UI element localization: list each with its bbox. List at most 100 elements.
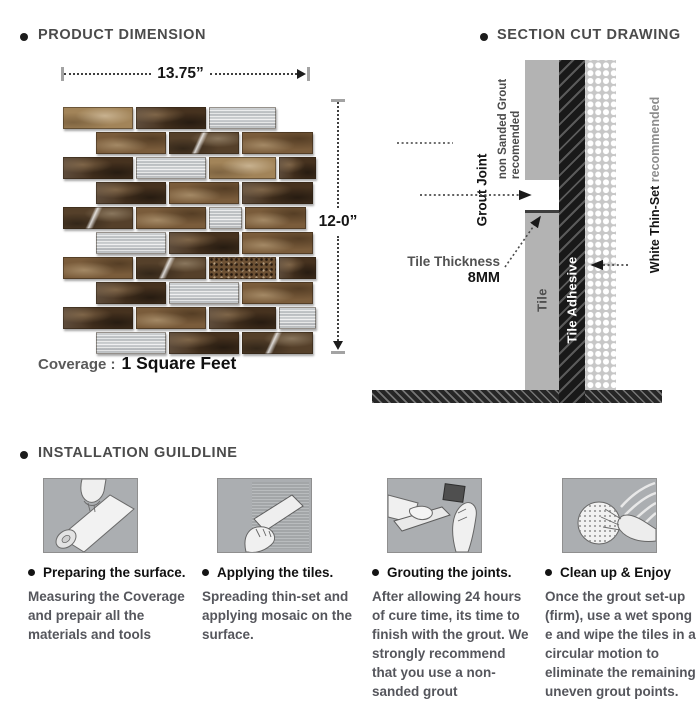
bullet-icon: [480, 33, 488, 41]
mosaic-brick-md: [136, 307, 206, 329]
mosaic-brick-md: [169, 182, 239, 204]
grouting-illustration-box: [387, 478, 482, 553]
coverage-line: Coverage : 1 Square Feet: [38, 353, 236, 374]
dimension-tick: [307, 67, 311, 81]
dotted-line: [209, 73, 298, 75]
mosaic-brick-dv: [242, 332, 313, 354]
mosaic-brick-ag: [209, 107, 276, 129]
tile-upper-block: [525, 60, 559, 180]
mosaic-brick-ag: [169, 282, 239, 304]
step-title: Applying the tiles.: [217, 565, 334, 580]
preparing-surface-icon: [55, 479, 135, 552]
bullet-icon: [20, 451, 28, 459]
mosaic-row: [63, 307, 316, 329]
mosaic-brick-dv: [136, 257, 206, 279]
mosaic-brick-ag: [279, 307, 316, 329]
mosaic-brick-md: [242, 232, 313, 254]
step-title-row: Preparing the surface.: [28, 565, 196, 580]
dotted-line: [337, 102, 339, 208]
product-dimension-heading: PRODUCT DIMENSION: [38, 27, 207, 43]
mosaic-brick-md: [242, 132, 313, 154]
bullet-icon: [545, 569, 552, 576]
section-cut-drawing: Grout Joint non Sanded Grout recomended …: [370, 55, 700, 410]
mosaic-brick-sp: [209, 257, 276, 279]
mosaic-brick-md: [136, 207, 206, 229]
step-title: Grouting the joints.: [387, 565, 512, 580]
tile-thickness-label: Tile Thickness: [407, 254, 500, 269]
mosaic-brick-dk: [169, 232, 239, 254]
mosaic-row: [96, 232, 313, 254]
mosaic-brick-dk: [279, 157, 316, 179]
mosaic-brick-ag: [96, 332, 166, 354]
dotted-line: [337, 235, 339, 341]
step-description: Measuring the Coverage and prepair all t…: [28, 589, 185, 642]
mosaic-brick-ag: [96, 232, 166, 254]
mosaic-brick-md: [96, 132, 166, 154]
mosaic-row: [63, 107, 276, 129]
applying-tiles-icon: [244, 482, 309, 552]
width-dimension-label: 13.75”: [157, 65, 204, 82]
mosaic-brick-dk: [209, 307, 276, 329]
preparing-illustration-box: [43, 478, 138, 553]
floor-hatch-bar: [372, 390, 662, 403]
coverage-value: 1 Square Feet: [121, 353, 237, 373]
installation-heading: INSTALLATION GUILDLINE: [38, 445, 238, 461]
install-step-1: Preparing the surface. Measuring the Cov…: [28, 470, 196, 644]
step-title-row: Grouting the joints.: [372, 565, 535, 580]
step-description: After allowing 24 hours of cure time, it…: [372, 589, 529, 699]
grouting-joints-icon: [388, 483, 477, 552]
step-description: Spreading thin-set and applying mosaic o…: [202, 589, 353, 642]
mosaic-brick-dk: [63, 157, 133, 179]
height-dimension-line: 12-0”: [319, 99, 357, 354]
mosaic-brick-md: [245, 207, 306, 229]
mosaic-brick-ag: [209, 207, 242, 229]
mosaic-row: [63, 207, 306, 229]
cleanup-sponge-icon: [577, 481, 656, 545]
tile-thickness-callout: Tile Thickness 8MM: [407, 254, 500, 286]
coverage-label: Coverage :: [38, 356, 116, 373]
tile-lower-block: [525, 210, 559, 390]
applying-illustration-box: [217, 478, 312, 553]
step-title-row: Clean up & Enjoy: [545, 565, 700, 580]
dimension-tick: [331, 99, 345, 102]
mosaic-brick-dk: [63, 307, 133, 329]
mosaic-brick-dk: [279, 257, 316, 279]
mosaic-brick-dk: [242, 182, 313, 204]
height-dimension-label: 12-0”: [318, 212, 358, 230]
bullet-icon: [20, 33, 28, 41]
mosaic-brick-dk: [136, 107, 206, 129]
mosaic-row: [63, 157, 316, 179]
install-step-2: Applying the tiles. Spreading thin-set a…: [202, 470, 364, 644]
install-step-4: Clean up & Enjoy Once the grout set-up (…: [545, 470, 700, 701]
step-description: Once the grout set-up (firm), use a wet …: [545, 589, 696, 699]
mosaic-brick-tan: [63, 107, 133, 129]
step-title: Clean up & Enjoy: [560, 565, 672, 580]
mosaic-tile-sheet: [63, 107, 316, 356]
tile-thickness-value: 8MM: [467, 270, 500, 286]
mosaic-brick-dk: [96, 282, 166, 304]
mosaic-brick-md: [242, 282, 313, 304]
mosaic-brick-dk: [96, 182, 166, 204]
width-dimension-line: 13.75”: [61, 65, 311, 82]
mosaic-brick-md: [63, 257, 133, 279]
mosaic-brick-dk: [169, 332, 239, 354]
arrow-right-icon: [297, 69, 307, 79]
tile-adhesive-layer: [559, 60, 585, 403]
arrow-down-icon: [333, 341, 343, 350]
dimension-tick: [61, 67, 64, 81]
mosaic-brick-ag: [136, 157, 206, 179]
dimension-tick: [331, 351, 345, 354]
mosaic-row: [96, 282, 313, 304]
callout-arrows: [397, 142, 628, 271]
section-cut-heading: SECTION CUT DRAWING: [497, 27, 681, 43]
mosaic-brick-tan: [209, 157, 276, 179]
bullet-icon: [28, 569, 35, 576]
thinset-dotted-layer: [585, 60, 616, 390]
tile-thickness-arrow: [504, 215, 541, 268]
mosaic-row: [96, 332, 313, 354]
mosaic-row: [96, 132, 313, 154]
mosaic-row: [96, 182, 313, 204]
step-title: Preparing the surface.: [43, 565, 186, 580]
install-step-3: Grouting the joints. After allowing 24 h…: [372, 470, 535, 701]
